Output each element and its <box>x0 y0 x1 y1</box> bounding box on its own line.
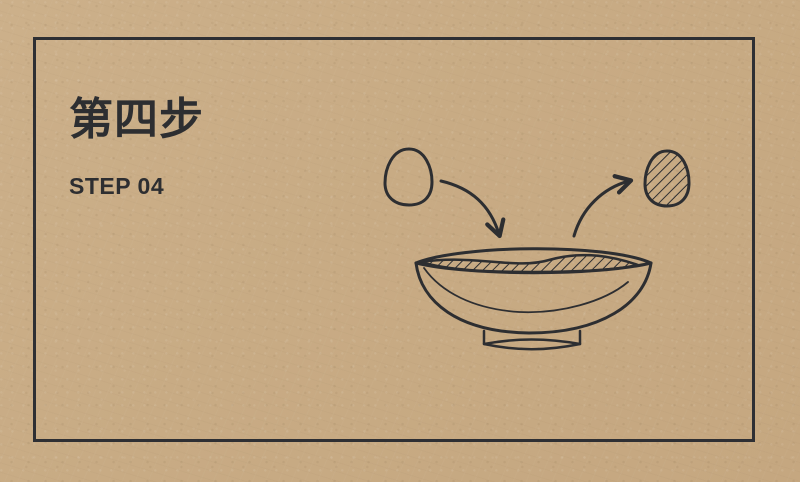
step-number-label: STEP 04 <box>69 173 165 199</box>
step-title-chinese: 第四步 <box>69 94 204 145</box>
card-frame <box>33 37 755 442</box>
shelled-egg-icon <box>643 149 691 208</box>
egg-to-bowl-arrow-icon <box>439 179 506 239</box>
whole-egg-icon <box>383 147 434 207</box>
bowl-to-egg-arrow-icon <box>572 174 634 238</box>
bowl-icon <box>414 247 653 351</box>
